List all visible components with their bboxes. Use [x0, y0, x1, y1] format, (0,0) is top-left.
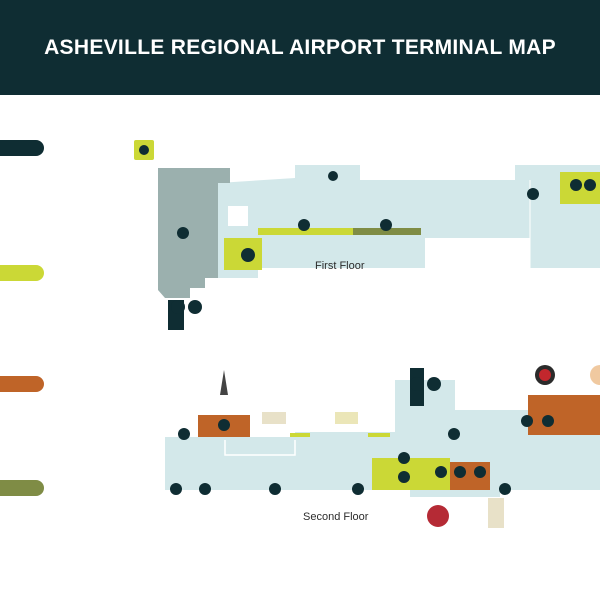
- brand-logo-box: [488, 498, 504, 528]
- brand-logo-building-1: [262, 412, 286, 424]
- info-icon: [328, 171, 338, 181]
- legend-tab-lime: [0, 265, 44, 281]
- gate-icon-2: [199, 483, 211, 495]
- service-icon-1: [570, 179, 582, 191]
- restroom-icon-2: [398, 471, 410, 483]
- first-floor-icons: [134, 140, 596, 314]
- brand-logo-building-2: [335, 412, 358, 424]
- first-floor-lime-strip: [258, 228, 353, 235]
- dining-icon-2: [542, 415, 554, 427]
- gate-icon-5: [499, 483, 511, 495]
- brand-logo-orange: [590, 365, 600, 385]
- second-floor-icons: [170, 365, 600, 528]
- gate-icon-4: [352, 483, 364, 495]
- second-floor-dining-east: [528, 395, 600, 435]
- header-banner: ASHEVILLE REGIONAL AIRPORT TERMINAL MAP: [0, 0, 600, 95]
- elevator-icon: [410, 377, 424, 391]
- escalator-icon: [188, 300, 202, 314]
- restroom-icon-1: [398, 452, 410, 464]
- legend-tab-olive: [0, 480, 44, 496]
- shop-icon: [298, 219, 310, 231]
- brand-logo-tower: [220, 370, 228, 395]
- car-rental-icon: [380, 219, 392, 231]
- second-floor-plan: [165, 368, 600, 497]
- first-floor-building: [218, 165, 600, 278]
- info-icon: [178, 428, 190, 440]
- first-floor-room: [228, 206, 248, 226]
- restroom-icon-3: [435, 466, 447, 478]
- shop-icon-2: [474, 466, 486, 478]
- service-icon-2: [584, 179, 596, 191]
- gate-icon-1: [170, 483, 182, 495]
- elevator-icon: [171, 300, 185, 314]
- map-title: ASHEVILLE REGIONAL AIRPORT TERMINAL MAP: [44, 35, 556, 59]
- shop-icon-1: [454, 466, 466, 478]
- restroom-icon: [241, 248, 255, 262]
- second-floor-building: [165, 380, 600, 497]
- legend-tab-orange: [0, 376, 44, 392]
- gate-icon-3: [269, 483, 281, 495]
- info-icon-3: [521, 415, 533, 427]
- brand-logo-heart: [427, 505, 449, 527]
- escalator-icon: [427, 377, 441, 391]
- second-floor-lime-strip-1: [290, 433, 310, 437]
- first-floor-label: First Floor: [315, 260, 365, 272]
- second-floor-lime-strip-2: [368, 433, 390, 437]
- info-icon-2: [448, 428, 460, 440]
- first-floor-olive-strip: [353, 228, 421, 235]
- dining-icon-1: [218, 419, 230, 431]
- bag-claim-icon: [177, 227, 189, 239]
- medical-icon: [527, 188, 539, 200]
- first-floor-west-wing: [158, 168, 230, 298]
- legend-tab-dark: [0, 140, 44, 156]
- second-floor-label: Second Floor: [303, 511, 369, 523]
